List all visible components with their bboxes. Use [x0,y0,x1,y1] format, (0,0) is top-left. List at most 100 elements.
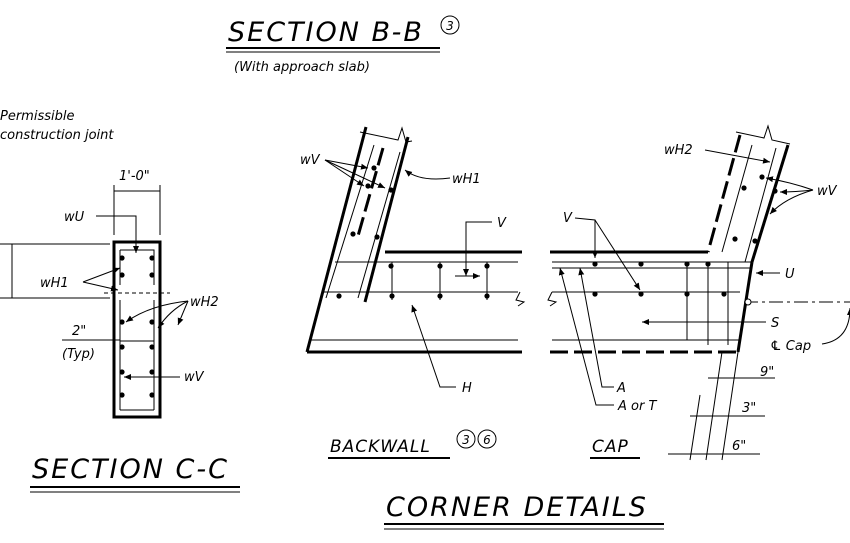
rebar-dot [374,234,380,240]
rebar-dot [772,188,778,194]
leader-arrow [324,159,369,170]
leader-arrow [96,215,139,253]
permissible-joint-label-2: construction joint [0,128,114,143]
rebar-dot [119,369,125,375]
rebar-dot [752,238,758,244]
break-line [359,126,413,143]
rebar-dot [350,231,356,237]
leader-arrow [765,176,814,191]
corner-details-title: CORNER DETAILS [386,492,648,523]
rebar-dot [721,291,727,297]
V-label: V [497,216,507,231]
cl-cap-label: ℄ Cap [770,339,811,354]
rebar-dot [592,291,598,297]
leader-arrow [558,267,614,406]
wH1-label: wH1 [452,172,481,187]
rebar-dot [149,392,155,398]
rebar-dot [119,392,125,398]
leader-arrow [779,188,814,195]
wall-edge [363,136,410,303]
leader-arrow [821,307,850,345]
note-circle [440,15,460,35]
A-or-T-label: A or T [617,399,657,414]
dim-3-label: 3" [742,401,756,416]
section-bb-title: SECTION B-B [228,17,424,48]
section-bb-subtitle: (With approach slab) [234,60,370,75]
wall-edge [305,126,368,353]
wU-label: wU [64,210,85,225]
rebar-dot [149,369,155,375]
leader-arrow [594,219,641,291]
rebar-dot [119,255,125,261]
dim-9-label: 9" [760,365,774,380]
rebar-dot [732,236,738,242]
rebar-dot [119,272,125,278]
U-label: U [785,267,795,282]
section-cc-title: SECTION C-C [32,454,229,485]
wall-bar-line [325,144,375,299]
H-label: H [462,381,472,396]
break-line [515,291,526,307]
section-cc-detail: Permissible construction joint 1'-0" [0,109,240,493]
rebar-dot [759,174,765,180]
centerline-marker [744,298,752,306]
wall-edge [750,144,790,263]
leader-arrow [125,300,189,323]
backwall-detail: wV wH1 V H BACKWALL 3 6 [300,126,526,459]
leader-arrow [324,159,365,187]
rebar-dot [638,291,644,297]
break-line [735,124,791,145]
stirrup-bar [120,249,155,285]
extension-line [721,351,739,461]
rebar-dot [371,165,377,171]
spacing-label: 2" [72,324,86,339]
wV-label: wV [817,184,838,199]
wH2-label: wH2 [190,295,219,310]
hidden-line [356,147,385,237]
leader-arrow [157,300,189,329]
rebar-dot [388,187,394,193]
break-line [547,291,558,307]
leader-arrow [411,304,456,388]
rebar-dot [592,261,598,267]
V-label: V [563,211,573,226]
section-bb-title-block: SECTION B-B 3 (With approach slab) [226,15,460,75]
backwall-title: BACKWALL [330,437,431,457]
typ-label: (Typ) [62,347,95,362]
permissible-joint-label-1: Permissible [0,109,74,124]
rebar-dot [336,293,342,299]
wall-bar-line [357,151,401,299]
leader-arrow [324,159,386,189]
backwall-note-number: 3 [462,433,470,447]
wall-bar-line [744,147,777,263]
extension-line [689,394,701,461]
rebar-dot [119,344,125,350]
rebar-dot [149,255,155,261]
wH2-label: wH2 [664,143,693,158]
wH1-label: wH1 [40,276,69,291]
rebar-dot [388,263,394,269]
rebar-dot [149,272,155,278]
cap-end-edge [736,261,754,353]
leader-arrow [177,300,189,326]
leader-arrow [404,169,451,180]
rebar-dot [365,183,371,189]
note-circle [456,429,476,449]
leader-arrow [82,281,119,292]
A-label: A [616,381,626,396]
wV-label: wV [184,370,205,385]
leader-arrow [82,267,121,283]
wall-edge [706,134,742,253]
corner-details-title-block: CORNER DETAILS [384,492,664,530]
leader-arrow [769,189,814,215]
rebar-dot [149,344,155,350]
wall-bar-line [721,144,753,253]
rebar-dot [149,319,155,325]
leader-arrow [463,221,492,276]
rebar-dot [119,319,125,325]
extension-line [705,351,723,461]
cap-title: CAP [592,437,629,457]
backwall-note-number: 6 [483,433,491,447]
